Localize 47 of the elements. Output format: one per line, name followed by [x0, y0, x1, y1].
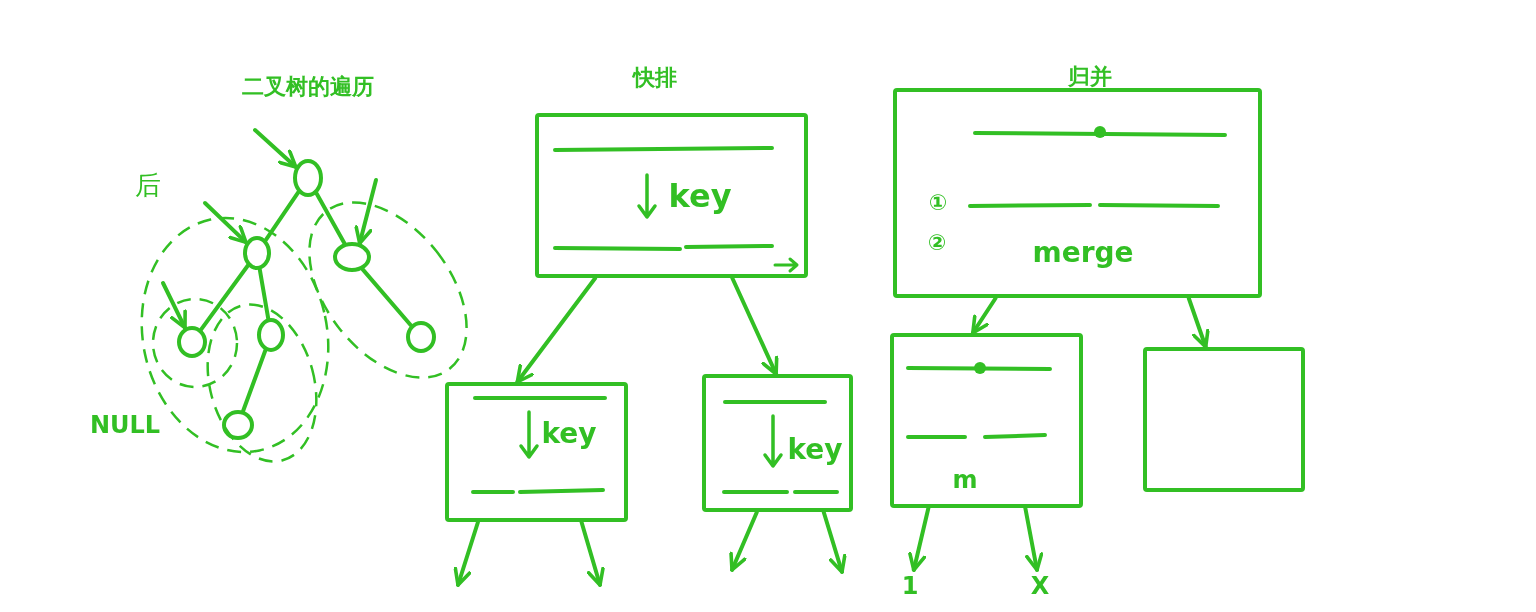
connector-line [241, 348, 268, 413]
index-label: m [952, 466, 978, 494]
section-heading: 归并 [1068, 64, 1112, 90]
arrow [821, 510, 847, 574]
array-box [445, 382, 628, 522]
tree-node [243, 236, 271, 270]
connector-line [263, 190, 301, 242]
section-heading: 二叉树的遍历 [242, 74, 374, 100]
tree-node [333, 242, 371, 272]
connector-line [314, 191, 347, 246]
key-label: key [541, 418, 597, 450]
array-box [893, 88, 1262, 298]
section-heading: 快排 [633, 65, 677, 91]
step-number: ② [927, 230, 947, 256]
result-text: 1 [900, 570, 920, 602]
arrow [253, 128, 298, 169]
arrow [579, 520, 605, 587]
annotation-text: 后 [135, 170, 161, 200]
connector-line [199, 263, 250, 332]
arrow [730, 276, 779, 376]
key-label: key [787, 434, 843, 466]
arrow [203, 201, 248, 245]
connector-line [257, 267, 271, 321]
key-label: key [668, 179, 732, 215]
tree-node [293, 159, 323, 197]
connector-line [360, 267, 413, 328]
arrow [970, 296, 998, 335]
annotation-text: NULL [89, 411, 161, 439]
tree-node [177, 326, 207, 358]
array-box [890, 333, 1083, 508]
tree-node [406, 321, 436, 353]
empty-box [1143, 347, 1305, 492]
result-text: X [1025, 570, 1055, 602]
arrow [729, 510, 759, 572]
arrow [354, 178, 378, 246]
arrow [1186, 296, 1210, 349]
tree-node [257, 318, 285, 352]
tree-node [222, 410, 254, 440]
array-box [535, 113, 808, 278]
arrow [515, 276, 598, 384]
arrow [453, 520, 480, 587]
arrow [908, 506, 931, 572]
merge-label: merge [1032, 237, 1134, 269]
array-box [702, 374, 853, 512]
step-number: ① [928, 190, 948, 216]
arrow [1023, 506, 1044, 572]
arrow [161, 281, 187, 330]
